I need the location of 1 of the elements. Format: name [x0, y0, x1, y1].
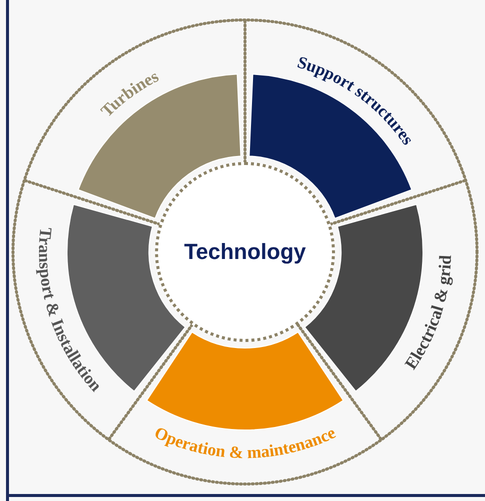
center-label: Technology: [184, 239, 306, 265]
